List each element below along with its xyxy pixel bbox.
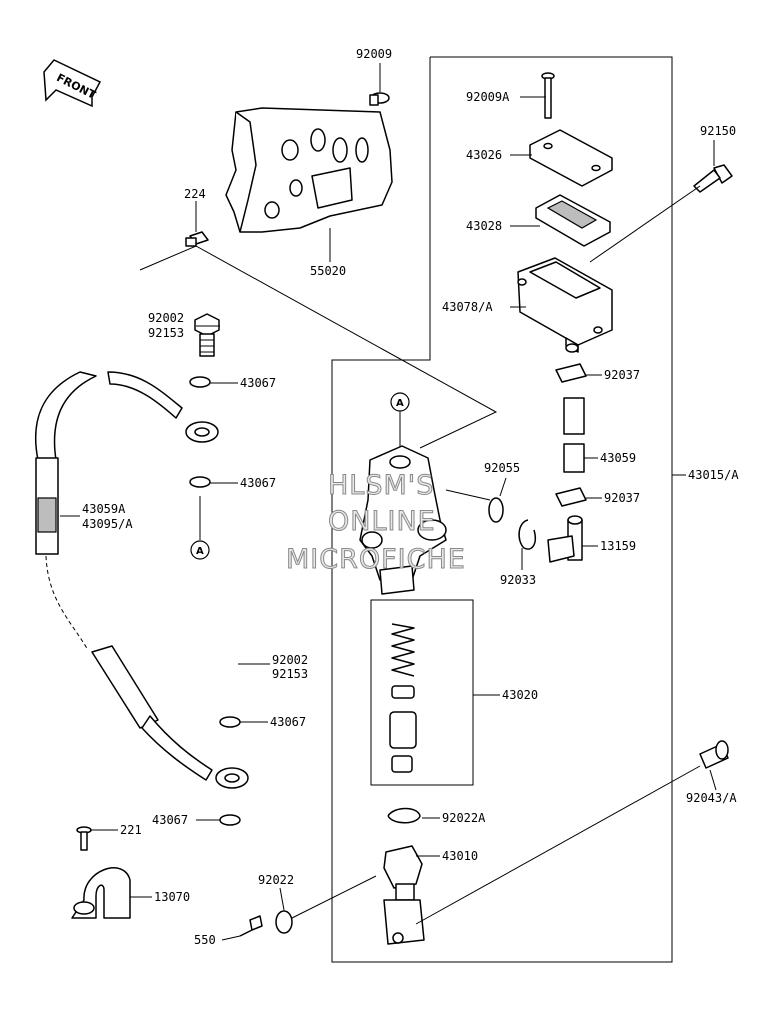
- label-13159: 13159: [600, 539, 636, 553]
- label-43067-d: 43067: [152, 813, 188, 827]
- hose-clamp-13070: [71, 867, 131, 919]
- watermark-line-1: HLSM'S: [328, 470, 434, 501]
- piston-kit-box: [370, 599, 474, 786]
- ref-marker-body: A: [390, 392, 410, 450]
- label-43059: 43059: [600, 451, 636, 465]
- washer-92022: [275, 910, 293, 934]
- ref-marker-body-label: A: [396, 398, 404, 409]
- label-92150: 92150: [700, 124, 736, 138]
- label-221: 221: [120, 823, 142, 837]
- label-92002-bot: 92002: [272, 653, 308, 667]
- watermark-line-2: ONLINE: [328, 506, 436, 537]
- leader-lines: [60, 63, 717, 941]
- label-92002-top: 92002: [148, 311, 184, 325]
- label-55020: 55020: [310, 264, 346, 278]
- label-43028: 43028: [466, 219, 502, 233]
- label-43020: 43020: [502, 688, 538, 702]
- watermark-line-3: MICROFICHE: [286, 544, 466, 575]
- label-43010: 43010: [442, 849, 478, 863]
- snap-ring: [518, 519, 536, 550]
- clevis-pin: [699, 740, 729, 769]
- label-92022: 92022: [258, 873, 294, 887]
- label-92009a: 92009A: [466, 90, 510, 104]
- ref-marker-left: A: [190, 496, 210, 560]
- assembly-lines: [139, 185, 701, 925]
- label-550: 550: [194, 933, 216, 947]
- bolt-92009: [369, 92, 390, 106]
- piston-kit: [389, 623, 417, 773]
- label-43067-b: 43067: [240, 476, 276, 490]
- ref-marker-left-label: A: [196, 546, 204, 557]
- assembly-boundary: [331, 56, 673, 963]
- label-92037-b: 92037: [604, 491, 640, 505]
- bolt-224: [185, 231, 209, 247]
- label-92022a: 92022A: [442, 811, 486, 825]
- diaphragm: [535, 194, 611, 247]
- brake-hose: [34, 371, 249, 789]
- label-92037-a: 92037: [604, 368, 640, 382]
- washer-43067-b: [189, 476, 211, 488]
- master-cylinder-body: [359, 445, 447, 595]
- label-224: 224: [184, 187, 206, 201]
- part-labels: 92009 92009A 43026 43028 43078/A 92150 2…: [82, 47, 739, 947]
- label-43015a: 43015/A: [688, 468, 739, 482]
- reservoir-cap: [529, 129, 613, 187]
- hose-fitting: [547, 515, 583, 563]
- label-43059a: 43059A: [82, 502, 126, 516]
- label-43026: 43026: [466, 148, 502, 162]
- label-92043a: 92043/A: [686, 791, 737, 805]
- label-92153-bot: 92153: [272, 667, 308, 681]
- label-43067-c: 43067: [270, 715, 306, 729]
- circlip: [387, 807, 421, 824]
- reservoir-body: [517, 257, 613, 353]
- label-43067-a: 43067: [240, 376, 276, 390]
- label-43095a: 43095/A: [82, 517, 133, 531]
- o-ring: [488, 497, 504, 523]
- cover-guard-part: [225, 107, 393, 233]
- label-43078a: 43078/A: [442, 300, 493, 314]
- hose-clamp-b: [555, 487, 587, 507]
- label-92055: 92055: [484, 461, 520, 475]
- label-13070: 13070: [154, 890, 190, 904]
- watermark: HLSM'S ONLINE MICROFICHE: [286, 470, 466, 576]
- label-92009: 92009: [356, 47, 392, 61]
- screw-221: [76, 826, 92, 851]
- push-rod: [383, 845, 425, 945]
- washer-43067-a: [189, 376, 211, 388]
- bolt-92150: [693, 164, 733, 193]
- washer-43067-c: [219, 716, 241, 728]
- label-92153-top: 92153: [148, 326, 184, 340]
- reservoir-hose: [563, 397, 585, 473]
- washer-43067-d: [219, 814, 241, 826]
- label-92033: 92033: [500, 573, 536, 587]
- hose-clamp-a: [555, 363, 587, 383]
- cotter-pin: [239, 915, 263, 937]
- banjo-bolt-top: [194, 313, 220, 357]
- front-direction-arrow: FRONT: [43, 59, 102, 108]
- screw-92009a: [541, 72, 555, 119]
